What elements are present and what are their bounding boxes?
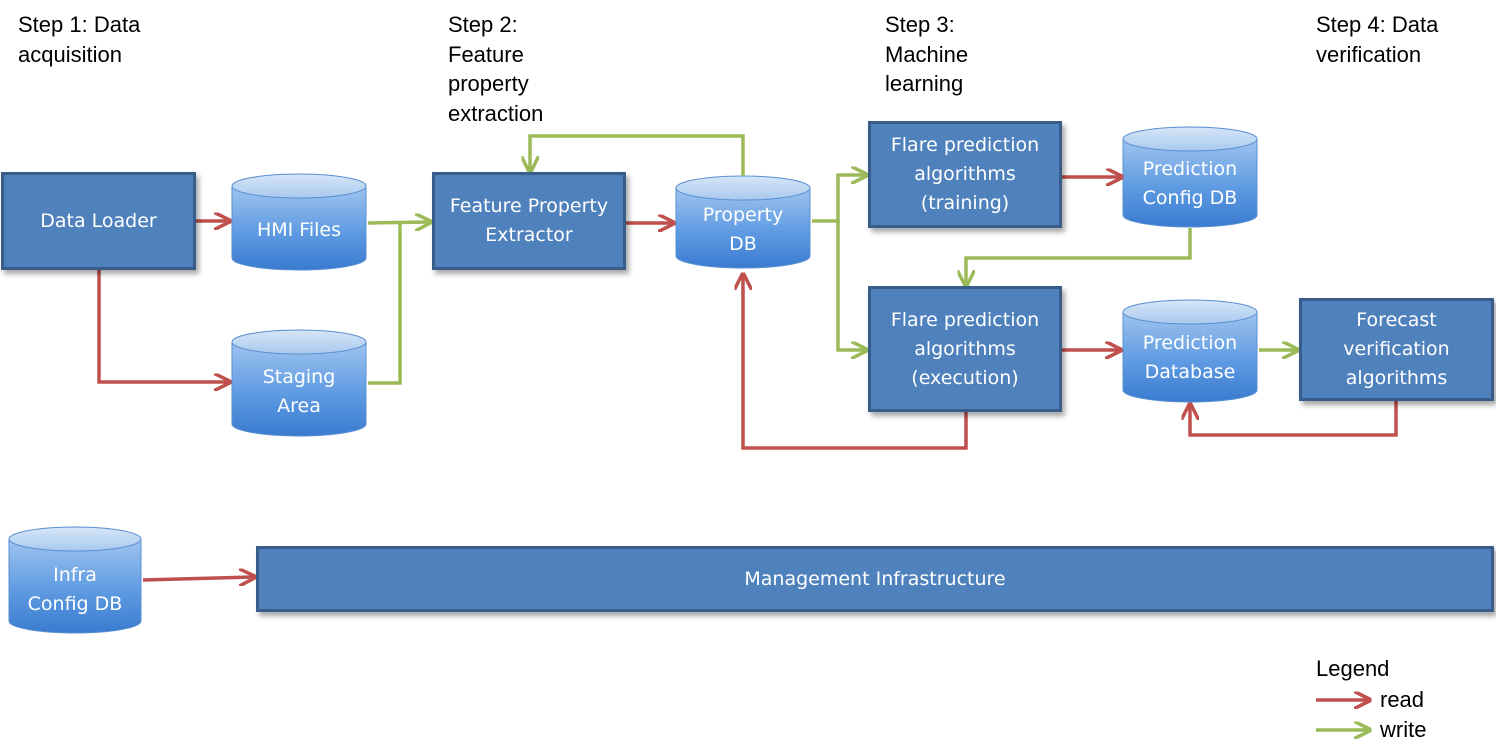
training-label-line3: (training) (920, 192, 1010, 214)
training-label-line2: algorithms (914, 163, 1016, 185)
verification-label-line1: Forecast (1356, 309, 1437, 331)
infra-config-db-label: Infra Config DB (27, 564, 123, 615)
property-db-label: Property DB (702, 204, 784, 255)
staging-area-label: Staging Area (262, 366, 336, 417)
write-arrow-property-db-to-execution (836, 221, 865, 350)
step-4-heading: Step 4: Data verification (1316, 12, 1439, 67)
property-db-cylinder (675, 175, 811, 269)
execution-label-line1: Flare prediction (890, 308, 1040, 331)
data-loader-label: Data Loader (40, 209, 157, 232)
step-3-heading: Step 3: Machine learning (885, 12, 969, 96)
read-arrow-infra-config-to-management (142, 577, 253, 580)
prediction-database-cylinder (1122, 299, 1258, 403)
legend-write-label: write (1380, 717, 1427, 742)
write-arrow-config-db-to-execution (966, 228, 1192, 284)
write-arrow-staging-to-extractor (368, 223, 402, 385)
management-infrastructure-label: Management Infrastructure (744, 567, 1006, 590)
hmi-files-label: HMI Files (256, 218, 341, 241)
step-1-heading: Step 1: Data acquisition (18, 12, 141, 67)
forecast-verification-box: Forecast verification algorithms (1299, 298, 1494, 401)
prediction-database-label: Prediction Database (1142, 332, 1238, 383)
feature-property-extractor-box: Feature Property Extractor (432, 172, 626, 270)
execution-label-line3: (execution) (911, 366, 1019, 389)
read-arrow-verification-to-prediction-db (1190, 401, 1398, 437)
step-2-heading: Step 2: Feature property extraction (448, 12, 544, 126)
legend-title: Legend (1316, 656, 1390, 681)
write-arrow-property-db-to-extractor (530, 134, 745, 176)
hmi-files-cylinder (231, 173, 367, 271)
verification-label-line2: verification (1343, 338, 1450, 360)
legend-read-label: read (1380, 687, 1425, 712)
read-arrow-loader-to-staging (97, 270, 228, 382)
write-arrow-property-db-to-training (812, 175, 865, 223)
feature-extractor-label-line2: Extractor (485, 224, 573, 246)
feature-extractor-label-line1: Feature Property (449, 195, 609, 217)
read-arrow-execution-to-property-db (743, 276, 968, 450)
prediction-config-db-cylinder (1122, 126, 1258, 228)
flare-prediction-training-box: Flare prediction algorithms (training) (868, 121, 1062, 228)
training-label-line1: Flare prediction (890, 134, 1040, 156)
staging-area-cylinder (231, 329, 367, 437)
write-arrow-hmi-to-extractor (367, 222, 429, 223)
infra-config-db-cylinder (8, 526, 142, 634)
management-infrastructure-box: Management Infrastructure (256, 546, 1494, 612)
verification-label-line3: algorithms (1345, 367, 1448, 389)
flare-prediction-execution-box: Flare prediction algorithms (execution) (868, 286, 1062, 412)
data-loader-box: Data Loader (1, 172, 196, 270)
prediction-config-db-label: Prediction Config DB (1142, 158, 1238, 209)
execution-label-line2: algorithms (914, 337, 1016, 360)
